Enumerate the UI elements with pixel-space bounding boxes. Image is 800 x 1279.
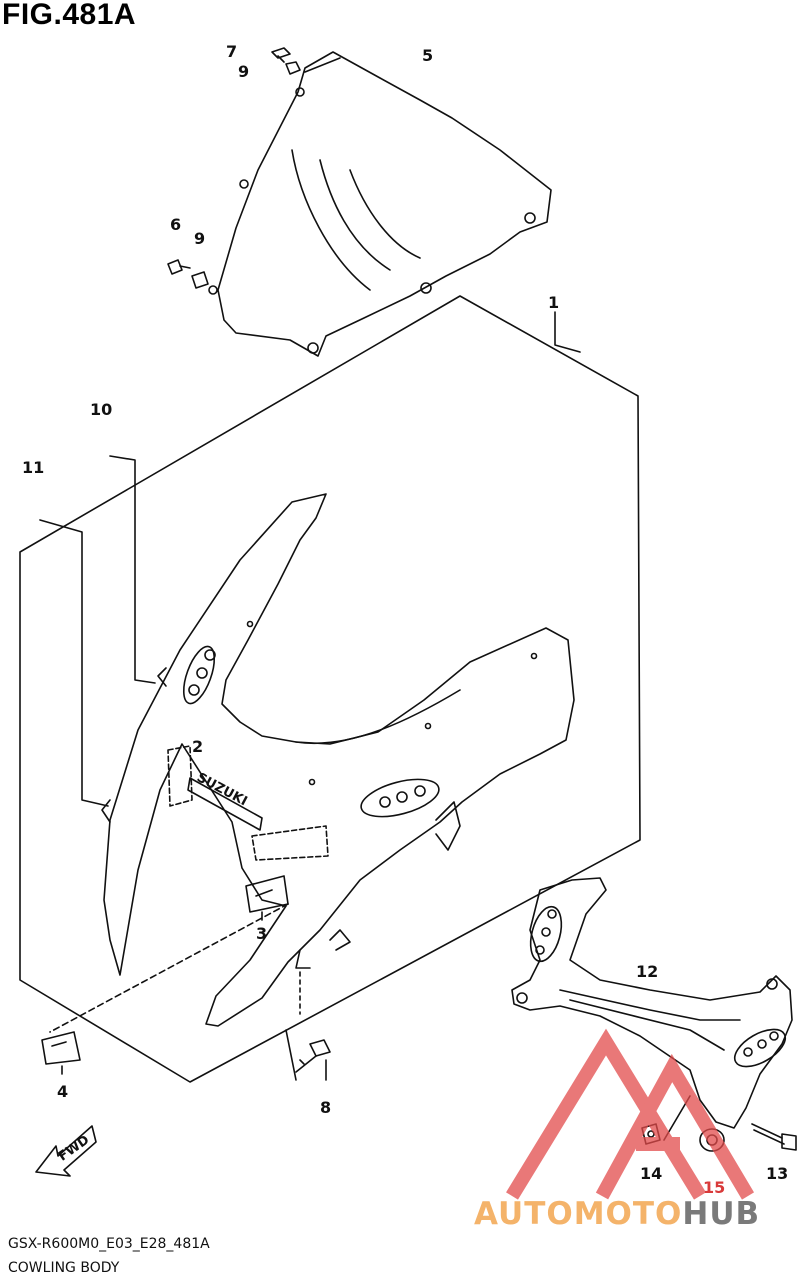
model-code: GSX-R600M0_E03_E28_481A: [8, 1236, 210, 1252]
callout-11: 11: [22, 458, 45, 477]
fwd-label: FWD: [56, 1133, 93, 1165]
callout-6: 6: [170, 215, 182, 234]
callout-1: 1: [548, 293, 560, 312]
callout-9-mid: 9: [194, 229, 206, 248]
callout-10: 10: [90, 400, 113, 419]
nut-9-top[interactable]: [285, 61, 301, 75]
screw-7[interactable]: [271, 47, 291, 63]
windscreen-part[interactable]: [208, 51, 552, 357]
watermark-text-b: HUB: [682, 1196, 761, 1232]
callout-5: 5: [422, 46, 434, 65]
section-name: COWLING BODY: [8, 1260, 120, 1276]
figure-title: FIG.481A: [2, 0, 137, 31]
cowling-bracket-part-12[interactable]: [511, 877, 793, 1129]
callout-15: 15: [703, 1178, 726, 1197]
decal-part-2[interactable]: [167, 745, 329, 861]
callout-7: 7: [226, 42, 238, 61]
decal-part-3[interactable]: [49, 875, 289, 1033]
callout-3: 3: [256, 924, 268, 943]
decal-part-4[interactable]: [41, 1031, 81, 1075]
nut-9-mid[interactable]: [191, 271, 209, 289]
fwd-direction-arrow: [35, 1125, 97, 1177]
upper-cowling-part[interactable]: [101, 493, 575, 1027]
screw-6[interactable]: [167, 259, 191, 275]
callout-14: 14: [640, 1164, 663, 1183]
watermark-text-a: AUTOMOTO: [474, 1196, 683, 1232]
callout-4: 4: [57, 1082, 69, 1101]
watermark-logo: [506, 1028, 755, 1200]
decal-suzuki-text: SUZUKI: [194, 770, 249, 809]
callout-12: 12: [636, 962, 659, 981]
callout-13: 13: [766, 1164, 789, 1183]
watermark-text: AUTOMOTOHUB: [474, 1196, 760, 1232]
callout-9-top: 9: [238, 62, 250, 81]
bolt-8[interactable]: [285, 1029, 331, 1081]
assembly-frame: [19, 295, 641, 1083]
callout-2: 2: [192, 737, 204, 756]
callout-8: 8: [320, 1098, 332, 1117]
bolt-13[interactable]: [751, 1123, 797, 1151]
